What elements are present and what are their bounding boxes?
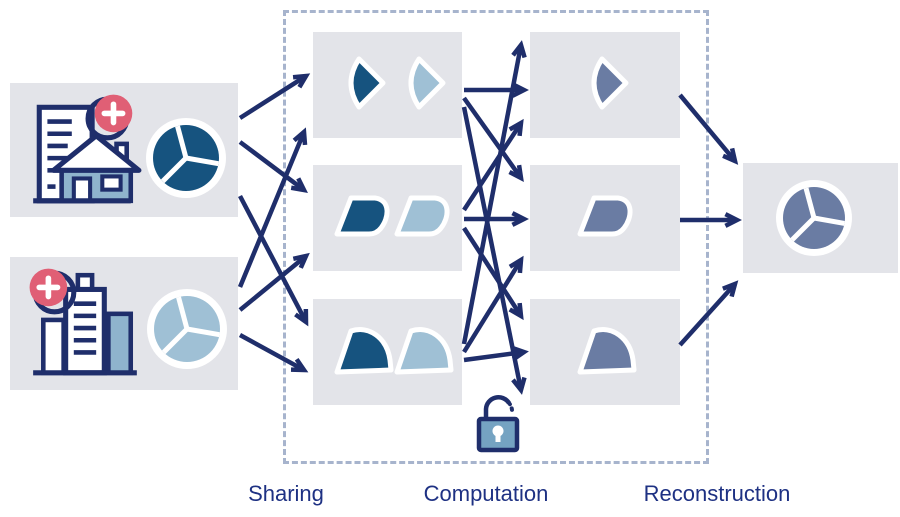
light-blue-pie	[147, 289, 227, 369]
stage-label-sharing: Sharing	[248, 481, 324, 506]
light-blue-share	[394, 195, 450, 237]
share-box-2	[313, 165, 462, 271]
dark-blue-pie	[146, 118, 226, 198]
light-blue-share	[408, 56, 446, 110]
party-b-box	[10, 257, 238, 390]
dark-blue-share	[334, 327, 394, 375]
share-box-3	[313, 299, 462, 405]
result-box-2	[530, 165, 680, 271]
party-a-box	[10, 83, 238, 217]
open-padlock-icon	[476, 395, 520, 453]
dark-blue-share	[348, 56, 386, 110]
slate-blue-pie	[776, 180, 852, 256]
final-result-box	[743, 163, 898, 273]
stage-label-reconstruction: Reconstruction	[643, 481, 791, 506]
slate-share	[591, 56, 629, 110]
light-blue-share	[394, 327, 454, 375]
slate-share	[577, 327, 637, 375]
dark-blue-share	[334, 195, 390, 237]
stage-label-computation: Computation	[423, 481, 549, 506]
result-box-1	[530, 32, 680, 138]
house-roof	[50, 133, 142, 173]
share-box-1	[313, 32, 462, 138]
result-box-3	[530, 299, 680, 405]
keyhole	[492, 425, 504, 437]
office-building-icon	[29, 268, 137, 376]
healthcare-building-icon	[33, 94, 142, 204]
slate-share	[577, 195, 633, 237]
